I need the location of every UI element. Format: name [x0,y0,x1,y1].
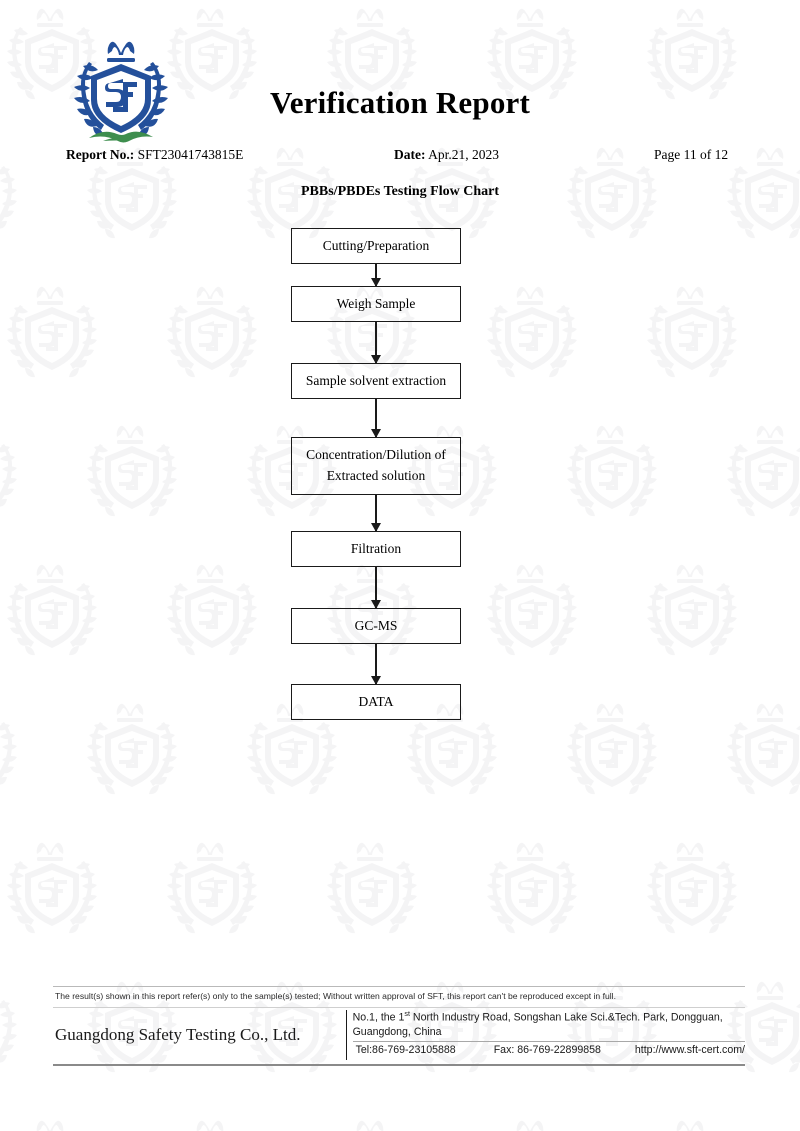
footer-top-divider [53,986,745,987]
flow-node-label: Filtration [350,540,402,556]
flow-node-weigh-sample: Weigh Sample [291,286,461,322]
flow-node-label: Weigh Sample [336,295,416,311]
flow-arrow-2 [291,322,461,364]
footer-vertical-divider [345,1009,347,1060]
report-number-label: Report No.: [66,147,135,162]
flow-node-cutting-preparation: Cutting/Preparation [291,228,461,264]
address-line-1: No.1, the 1st North Industry Road, Songs… [352,1008,723,1024]
report-date: Date: Apr.21, 2023 [394,147,499,163]
flow-node-concentration-dilution: Concentration/Dilution of Extracted solu… [291,437,461,495]
page-title: Verification Report [269,85,531,120]
website-link[interactable]: http://www.sft-cert.com/ [634,1044,745,1057]
section-heading: PBBs/PBDEs Testing Flow Chart [301,184,499,199]
company-name: Guangdong Safety Testing Co., Ltd. [55,1024,301,1044]
fax-number: Fax: 86-769-22899858 [493,1044,601,1057]
flow-node-label: GC-MS [354,617,398,633]
report-date-label: Date: [394,147,426,162]
company-logo-icon [63,28,179,148]
flow-arrow-3 [291,399,461,438]
flow-arrow-1 [291,264,461,287]
testing-flow-chart: Cutting/Preparation Weigh Sample Sample … [291,228,461,720]
flow-arrow-4 [291,495,461,532]
telephone: Tel:86-769-23105888 [355,1044,456,1057]
flow-arrow-5 [291,567,461,609]
flow-node-label: Sample solvent extraction [305,372,447,388]
page-footer: The result(s) shown in this report refer… [53,986,745,1066]
flow-node-label: DATA [358,693,394,709]
address-line-2: Guangdong, China [352,1026,442,1039]
contact-line: Tel:86-769-23105888 Fax: 86-769-22899858… [352,1041,745,1058]
flow-node-label: Concentration/Dilution of Extracted solu… [306,447,446,483]
page-indicator: Page 11 of 12 [654,147,729,162]
report-number: Report No.: SFT23041743815E [66,147,243,163]
report-meta-row: Report No.: SFT23041743815E Date: Apr.21… [0,147,800,167]
flow-node-data: DATA [291,684,461,720]
flow-node-filtration: Filtration [291,531,461,567]
flow-node-label: Cutting/Preparation [322,237,430,253]
footer-disclaimer: The result(s) shown in this report refer… [55,991,616,1001]
report-number-value: SFT23041743815E [137,147,244,162]
company-address-block: No.1, the 1st North Industry Road, Songs… [347,1008,745,1062]
flow-node-gc-ms: GC-MS [291,608,461,644]
footer-body: Guangdong Safety Testing Co., Ltd. No.1,… [53,1006,745,1062]
report-date-value: Apr.21, 2023 [428,147,499,162]
footer-bottom-divider [53,1063,745,1066]
flow-arrow-6 [291,644,461,685]
flow-node-sample-solvent-extraction: Sample solvent extraction [291,363,461,399]
